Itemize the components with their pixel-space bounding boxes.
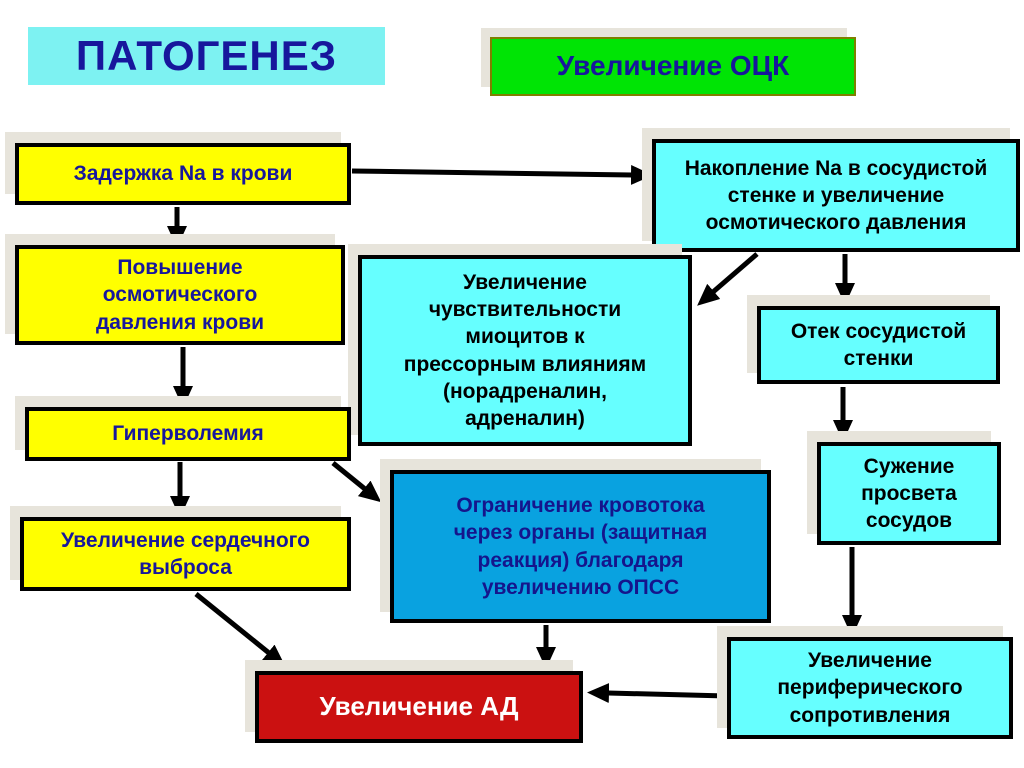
arrow-nakoplenie-to-chuvstvitelnost (697, 252, 759, 306)
node-serdechny-vybros-label: Увеличение сердечного выброса (61, 528, 310, 579)
node-gipervolemia-label: Гиперволемия (112, 422, 264, 446)
node-serdechny-vybros: Увеличение сердечного выброса (20, 517, 351, 591)
node-povyshenie-davleniya-label: Повышение осмотического давления крови (95, 256, 265, 334)
node-gipervolemia: Гиперволемия (25, 407, 351, 461)
node-uvelichenie-ad: Увеличение АД (255, 671, 583, 743)
node-suzhenie-prosveta-label: Сужение просвета сосудов (861, 454, 957, 533)
node-otek-stenki: Отек сосудистой стенки (757, 306, 1000, 384)
node-povyshenie-davleniya: Повышение осмотического давления крови (15, 245, 345, 345)
arrow-zaderzhka-to-nakoplenie (351, 164, 653, 185)
node-perifericheskoe-soprotivlenie: Увеличение периферического сопротивления (727, 637, 1013, 739)
arrow-perifericheskoe-to-ad (587, 683, 728, 704)
node-uvelichenie-ock-label: Увеличение ОЦК (556, 50, 790, 82)
node-ogranichenie-krovotoka-label: Ограничение кровотока через органы (защи… (453, 493, 708, 599)
node-zaderzhka-na: Задержка Na в крови (15, 143, 351, 205)
node-chuvstvitelnost-miocitov: Увеличение чувствительности миоцитов к п… (358, 255, 692, 446)
page-title: ПАТОГЕНЕЗ (28, 27, 385, 85)
node-chuvstvitelnost-miocitov-label: Увеличение чувствительности миоцитов к п… (403, 270, 647, 431)
node-nakoplenie-na-label: Накопление Na в сосудистой стенке и увел… (684, 156, 988, 235)
arrow-serdechny-to-ad (194, 592, 286, 667)
page-title-label: ПАТОГЕНЕЗ (75, 31, 338, 79)
node-nakoplenie-na: Накопление Na в сосудистой стенке и увел… (652, 139, 1020, 252)
node-zaderzhka-na-label: Задержка Na в крови (73, 162, 293, 186)
node-uvelichenie-ad-label: Увеличение АД (319, 691, 519, 722)
node-ogranichenie-krovotoka: Ограничение кровотока через органы (защи… (390, 470, 771, 623)
node-uvelichenie-ock: Увеличение ОЦК (490, 37, 856, 96)
node-perifericheskoe-soprotivlenie-label: Увеличение периферического сопротивления (777, 649, 963, 727)
arrow-gipervolemia-to-ogranichenie (331, 461, 382, 503)
node-suzhenie-prosveta: Сужение просвета сосудов (817, 442, 1001, 545)
node-otek-stenki-label: Отек сосудистой стенки (790, 319, 967, 370)
